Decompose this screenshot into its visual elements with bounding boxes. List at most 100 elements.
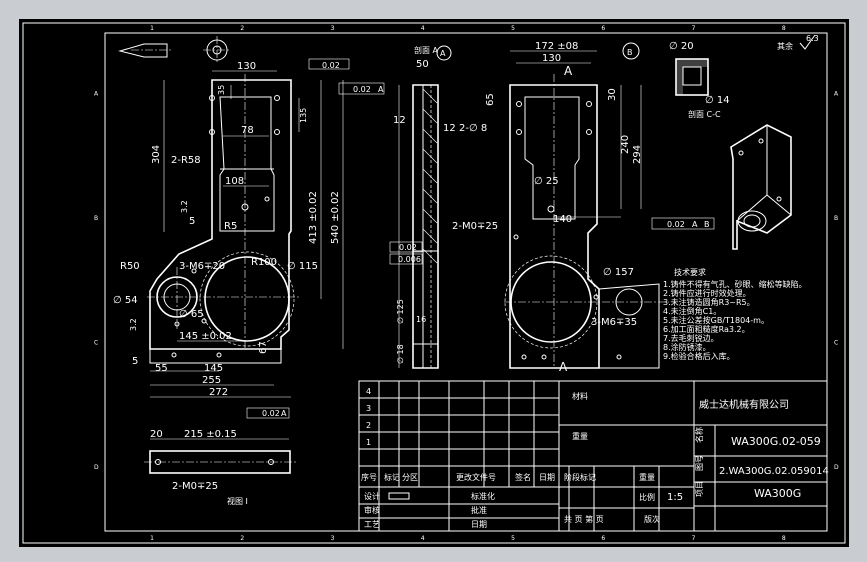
column-mark: 1: [150, 25, 154, 32]
signature-role: 日期: [471, 520, 487, 529]
tech-req-line: 6.加工面粗糙度Ra3.2。: [663, 324, 750, 334]
detail-c-section: ∅ 20 ∅ 14 剖面 C-C: [669, 41, 730, 119]
column-mark: 3: [331, 535, 335, 542]
dim-d54: ∅ 54: [113, 295, 138, 306]
right-dim-130: 130: [542, 53, 561, 64]
callout-b: B: [627, 48, 633, 57]
flatness-top: 0.02: [322, 61, 340, 70]
column-mark: 2: [240, 535, 244, 542]
signature-role: 设计: [364, 491, 380, 501]
revision-header: 签名: [515, 472, 531, 482]
scale-value: 1:5: [667, 492, 683, 503]
side-parallel-2: 0.006: [398, 255, 421, 264]
revision-headers: 序号标记分区更改文件号签名日期: [361, 472, 555, 482]
side-label: 图号: [695, 455, 704, 471]
column-mark: 2: [240, 25, 244, 32]
row-mark: B: [834, 215, 838, 222]
section-mark-a-bottom: A: [559, 360, 568, 374]
detail-label: 剖面 C-C: [688, 109, 721, 119]
column-mark: 7: [692, 25, 696, 32]
side-section-label: 剖面 A: [414, 45, 439, 55]
dim-m6: 3-M6∓20: [179, 261, 225, 272]
right-datum-a: A: [692, 220, 698, 229]
scale-label: 比例: [639, 492, 655, 502]
dim-255: 255: [202, 375, 221, 386]
side-dim-d125: ∅ 125: [396, 299, 405, 324]
side-label: 名称: [694, 427, 704, 443]
column-mark: 1: [150, 535, 154, 542]
bottom-view: 20 215 ±0.15 2-M0∓25 视图 I: [144, 429, 297, 506]
dim-145-tol: 145 ±0.02: [179, 331, 232, 342]
dim-78: 78: [241, 125, 254, 136]
right-dim-172: 172 ±08: [535, 41, 578, 52]
side-section-view: 剖面 A A 50 12 12 0.02 0.006 ∅ 125 ∅ 18 16: [389, 45, 456, 369]
roughness-3-2-b: 3.2: [129, 318, 138, 331]
bottom-dim-215: 215 ±0.15: [184, 429, 237, 440]
dim-r50: R50: [120, 261, 140, 272]
right-dim-m6: 3-M6∓35: [591, 317, 637, 328]
row-mark: C: [834, 339, 838, 346]
dim-r5: R5: [224, 221, 237, 232]
tech-req-line: 9.检验合格后入库。: [663, 351, 735, 361]
title-block: 4321 序号标记分区更改文件号签名日期 设计审核工艺标准化批准日期 名称图号项…: [358, 380, 829, 532]
drawing-number: 2.WA300G.02.059014: [719, 466, 829, 477]
stage-label: 阶段标记: [564, 472, 596, 482]
revision-row-number: 2: [366, 421, 371, 430]
column-mark: 8: [782, 535, 786, 542]
project-code: WA300G: [754, 487, 801, 500]
column-mark: 4: [421, 25, 425, 32]
dim-145: 145: [204, 363, 223, 374]
corner-note: 其余: [777, 41, 793, 51]
dim-135: 135: [299, 108, 308, 123]
dim-d115: ∅ 115: [287, 261, 318, 272]
column-mark: 5: [511, 25, 515, 32]
right-dim-240: 240: [620, 135, 631, 154]
weight-col-label: 重量: [639, 472, 655, 482]
dim-35: 35: [217, 85, 226, 95]
right-dim-140: 140: [553, 214, 572, 225]
dim-55: 55: [155, 363, 168, 374]
right-dim-294: 294: [632, 145, 643, 164]
row-mark: B: [94, 215, 98, 222]
row-mark: A: [94, 90, 99, 97]
column-mark: 6: [601, 25, 605, 32]
perp-bottom: 0.02: [262, 409, 280, 418]
tech-req-line: 7.去毛刺锐边。: [663, 333, 719, 343]
dim-67: 67: [258, 341, 269, 354]
signature-role: 标准化: [471, 491, 495, 501]
right-view: B 172 ±08 130 A 65 2-∅ 8 30 240 294 ∅ 25: [452, 41, 715, 374]
revision-header: 标记: [384, 472, 400, 482]
tech-requirements: 技术要求 1.铸件不得有气孔、砂眼、缩松等缺陷。2.铸件应进行时效处理。3.未注…: [663, 267, 807, 361]
column-mark: 4: [421, 535, 425, 542]
signature-role: 工艺: [364, 520, 380, 529]
revision-header: 日期: [539, 473, 555, 482]
bottom-view-label: 视图 I: [227, 496, 248, 506]
right-perp: 0.02: [667, 220, 685, 229]
tech-req-line: 2.铸件应进行时效处理。: [663, 288, 751, 298]
right-dim-30: 30: [607, 88, 618, 101]
side-datum-a: A: [440, 49, 446, 58]
tech-req-line: 1.铸件不得有气孔、砂眼、缩松等缺陷。: [663, 279, 807, 289]
revision-header: 分区: [402, 473, 418, 482]
side-parallel-1: 0.02: [399, 243, 417, 252]
detail-d20: ∅ 20: [669, 41, 694, 52]
right-part-outline: [509, 84, 600, 369]
row-mark: A: [834, 90, 839, 97]
dim-5b: 5: [132, 356, 138, 367]
dim-272: 272: [209, 387, 228, 398]
column-mark: 3: [331, 25, 335, 32]
main-view: 130 35 78 135 304 2-R58 108 5 3.2 R5 413…: [113, 36, 385, 419]
right-dim-m0: 2-M0∓25: [452, 221, 498, 232]
tech-req-line: 8.涂防锈漆。: [663, 342, 711, 352]
dim-d65: ∅ 65: [179, 309, 204, 320]
dim-413: 413 ±0.02: [308, 191, 319, 244]
right-dim-d25: ∅ 25: [534, 176, 559, 187]
revision-header: 序号: [361, 472, 377, 482]
part-name: WA300G.02-059: [731, 435, 821, 448]
tech-req-title: 技术要求: [674, 267, 706, 277]
